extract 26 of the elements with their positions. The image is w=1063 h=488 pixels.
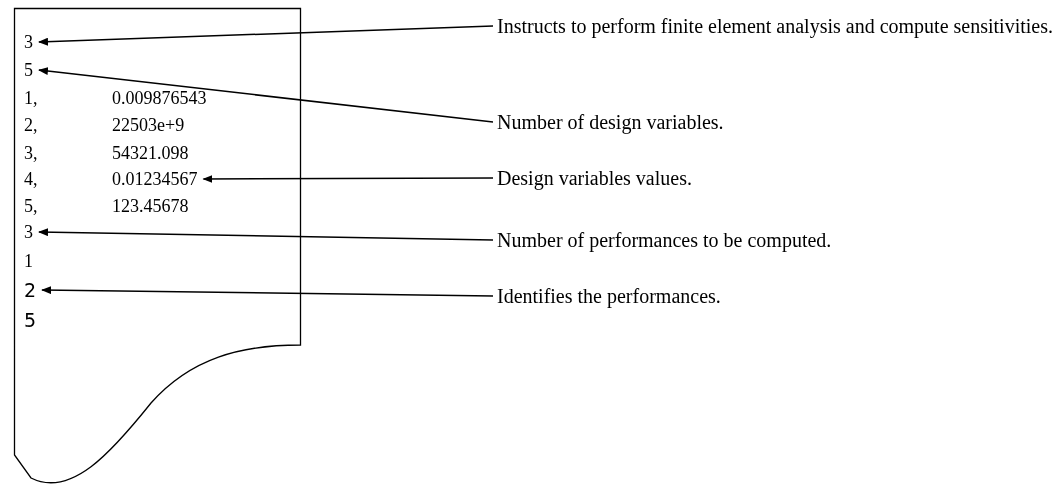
annotation-text: Identifies the performances.	[497, 282, 897, 310]
variable-value: 0.01234567	[112, 169, 198, 189]
annotation-text: Number of performances to be computed.	[497, 226, 917, 254]
file-line: 5	[24, 310, 44, 330]
file-line: 3	[24, 222, 44, 242]
leader-arrow	[38, 25, 494, 46]
annotation-text: Design variables values.	[497, 164, 897, 192]
row-index: 3,	[24, 143, 38, 163]
row-index: 2,	[24, 115, 38, 135]
file-line: 5	[24, 60, 44, 80]
variable-value: 123.45678	[112, 196, 189, 216]
file-line: 3	[24, 32, 44, 52]
row-index: 5,	[24, 196, 38, 216]
leader-arrow	[41, 286, 494, 297]
leader-arrow	[202, 174, 494, 183]
leader-arrow	[38, 228, 494, 241]
variable-value: 0.009876543	[112, 88, 207, 108]
variable-value: 54321.098	[112, 143, 189, 163]
file-line: 1	[24, 251, 44, 271]
file-line: 2	[24, 280, 44, 300]
variable-value: 22503e+9	[112, 115, 185, 135]
annotation-text: Instructs to perform finite element analysis and compute sensitivities.	[497, 12, 1057, 40]
row-index: 4,	[24, 169, 38, 189]
annotation-text: Number of design variables.	[497, 108, 897, 136]
leader-arrow	[38, 67, 494, 123]
row-index: 1,	[24, 88, 38, 108]
